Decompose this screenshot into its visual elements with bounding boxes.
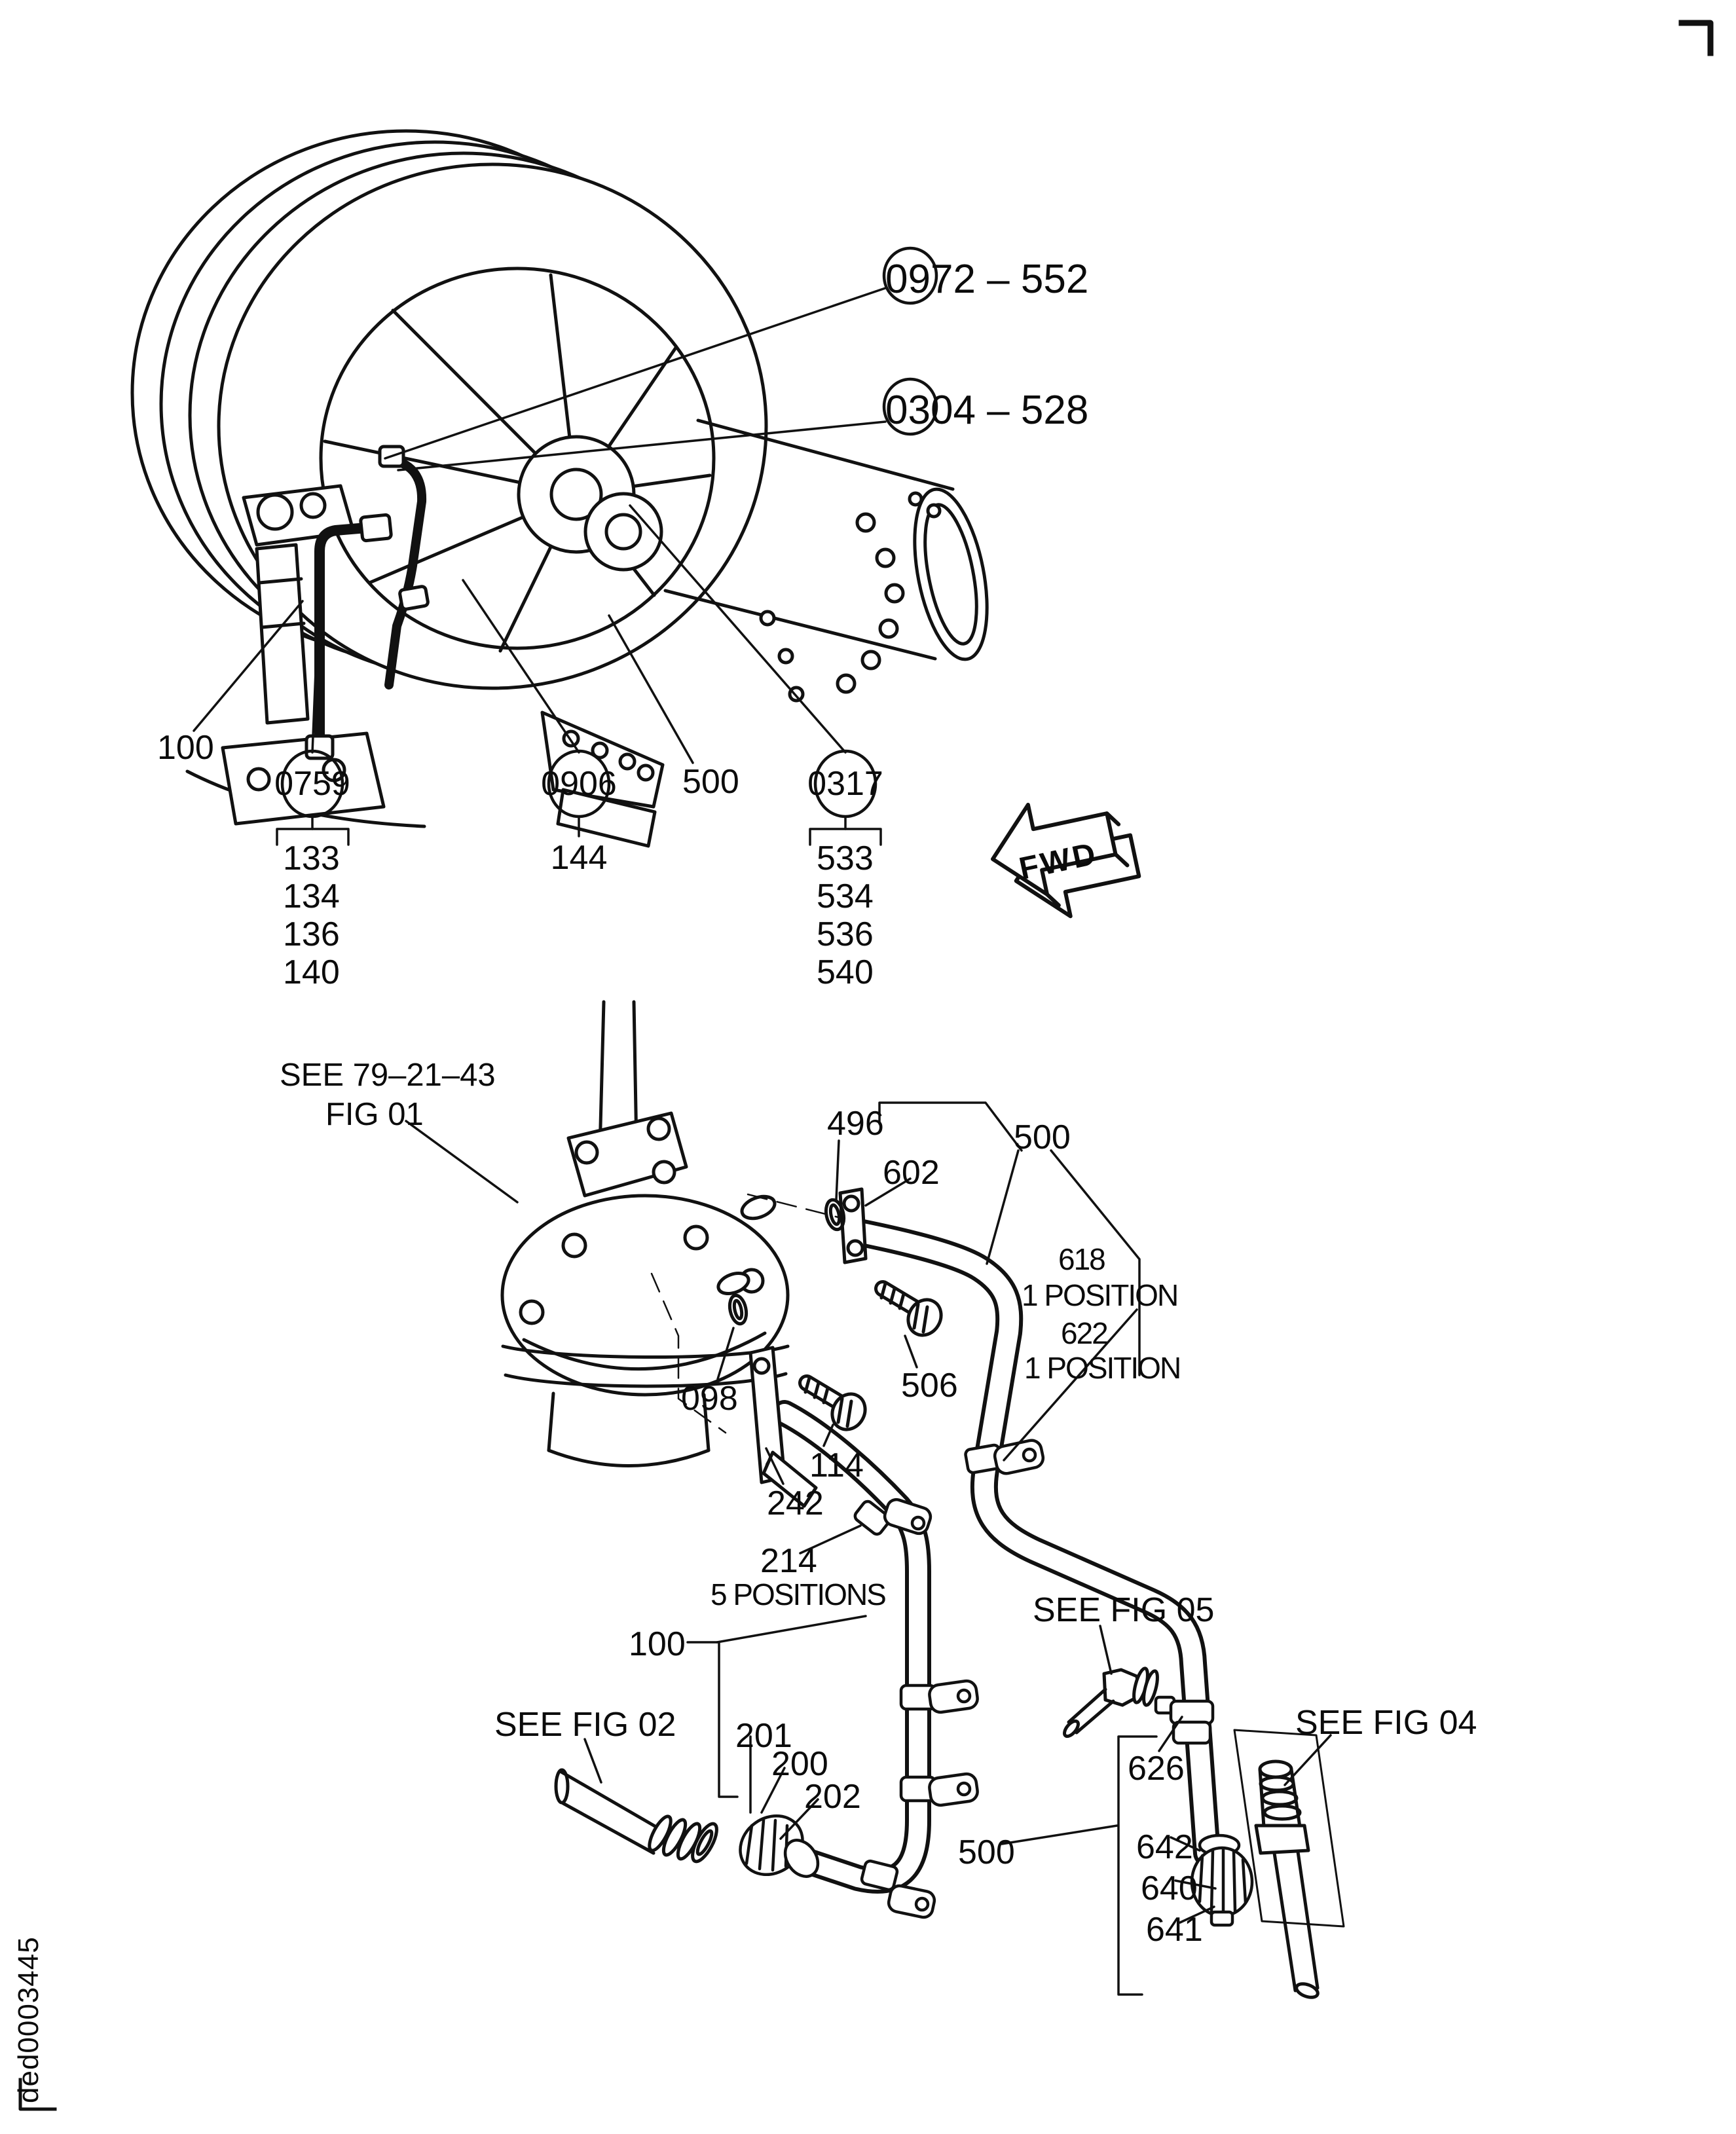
oval-label-0906: 0906 — [541, 765, 617, 803]
pipe-clip-618-622 — [964, 1439, 1045, 1475]
list-0317-item: 536 — [817, 915, 874, 953]
label-622-positions: 1 POSITION — [1024, 1351, 1181, 1385]
see-fig01-fig: FIG 01 — [325, 1097, 424, 1132]
label-500-bottom: 500 — [958, 1833, 1015, 1871]
flange-242 — [748, 1346, 818, 1508]
fuel-pump-illustration — [500, 1000, 790, 1467]
label-214: 214 — [760, 1542, 817, 1580]
item-ref-ovals — [280, 246, 938, 819]
o-ring-098 — [728, 1293, 748, 1326]
label-618-positions: 1 POSITION — [1022, 1278, 1179, 1312]
coupling-640 — [1190, 1833, 1254, 1927]
bolt-506 — [874, 1280, 943, 1337]
label-201: 201 — [735, 1717, 792, 1755]
label-506: 506 — [901, 1367, 958, 1405]
bolt-114 — [798, 1374, 867, 1431]
list-0759-item: 133 — [283, 839, 340, 877]
leader-lines — [193, 287, 1332, 1996]
fig04-fitting — [1233, 1729, 1345, 1999]
label-500-top: 500 — [1014, 1118, 1071, 1156]
upper-label-100: 100 — [157, 729, 214, 767]
flange-602 — [838, 1187, 868, 1264]
list-0759-item: 140 — [283, 953, 340, 991]
label-100-bottom: 100 — [629, 1625, 686, 1663]
label-098: 098 — [681, 1380, 738, 1418]
engine-illustration — [130, 129, 989, 848]
label-626: 626 — [1128, 1750, 1185, 1788]
label-202: 202 — [804, 1778, 861, 1816]
see-fig05-note: SEE FIG 05 — [1033, 1591, 1215, 1629]
explosion-lines — [650, 1193, 853, 1434]
page-corner-marks — [18, 20, 1714, 2111]
label-214-positions: 5 POSITIONS — [711, 1577, 887, 1611]
label-114: 114 — [809, 1446, 864, 1484]
pipe-100 — [771, 1400, 931, 1894]
callout-0972-552: 0972 – 552 — [885, 257, 1089, 302]
see-fig01-ref: SEE 79–21–43 — [280, 1058, 496, 1093]
pipe-clips-214 — [853, 1498, 979, 1919]
o-ring-496 — [824, 1198, 846, 1232]
clamp-626 — [1154, 1695, 1215, 1745]
see-fig04-note: SEE FIG 04 — [1295, 1704, 1477, 1742]
fig02-tube — [554, 1768, 718, 1864]
upper-label-500: 500 — [682, 763, 739, 801]
list-0759-item: 136 — [283, 915, 340, 953]
label-642: 642 — [1136, 1828, 1193, 1866]
fwd-arrow-icon — [991, 802, 1141, 919]
label-622: 622 — [1061, 1316, 1109, 1350]
label-200: 200 — [771, 1745, 828, 1783]
list-0759-item: 134 — [283, 877, 340, 915]
upper-label-144: 144 — [550, 839, 608, 877]
oval-label-0317: 0317 — [807, 765, 883, 803]
list-0317-item: 533 — [817, 839, 874, 877]
label-641: 641 — [1146, 1911, 1203, 1949]
oval-label-0759: 0759 — [274, 765, 350, 803]
fig05-fitting — [1063, 1666, 1159, 1738]
label-496: 496 — [827, 1105, 884, 1143]
label-640: 640 — [1141, 1869, 1198, 1907]
label-618: 618 — [1058, 1242, 1106, 1276]
label-602: 602 — [883, 1154, 940, 1192]
list-0317-item: 534 — [817, 877, 874, 915]
label-242: 242 — [767, 1484, 824, 1522]
callout-0304-528: 0304 – 528 — [885, 388, 1089, 433]
list-0317-item: 540 — [817, 953, 874, 991]
see-fig02-note: SEE FIG 02 — [494, 1706, 676, 1744]
connector-200 — [739, 1814, 820, 1878]
document-code: ded0003445 — [12, 1936, 45, 2103]
